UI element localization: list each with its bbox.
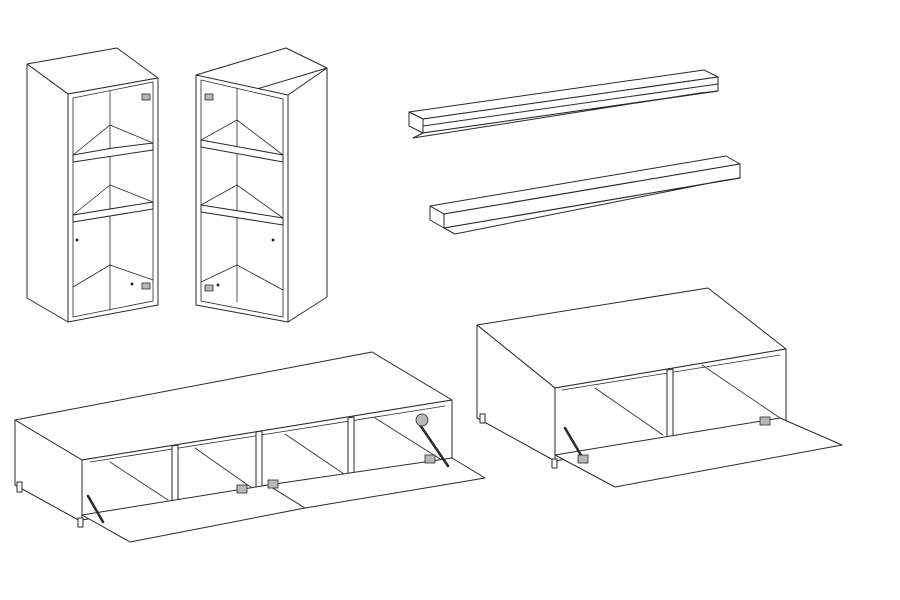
cabinet-right (195, 47, 328, 323)
cabinet-left (26, 47, 159, 323)
wall-shelf-lower (429, 155, 741, 235)
tv-stand-long (14, 351, 486, 543)
wall-shelf-upper (408, 69, 719, 139)
tv-stand-short (476, 287, 843, 488)
